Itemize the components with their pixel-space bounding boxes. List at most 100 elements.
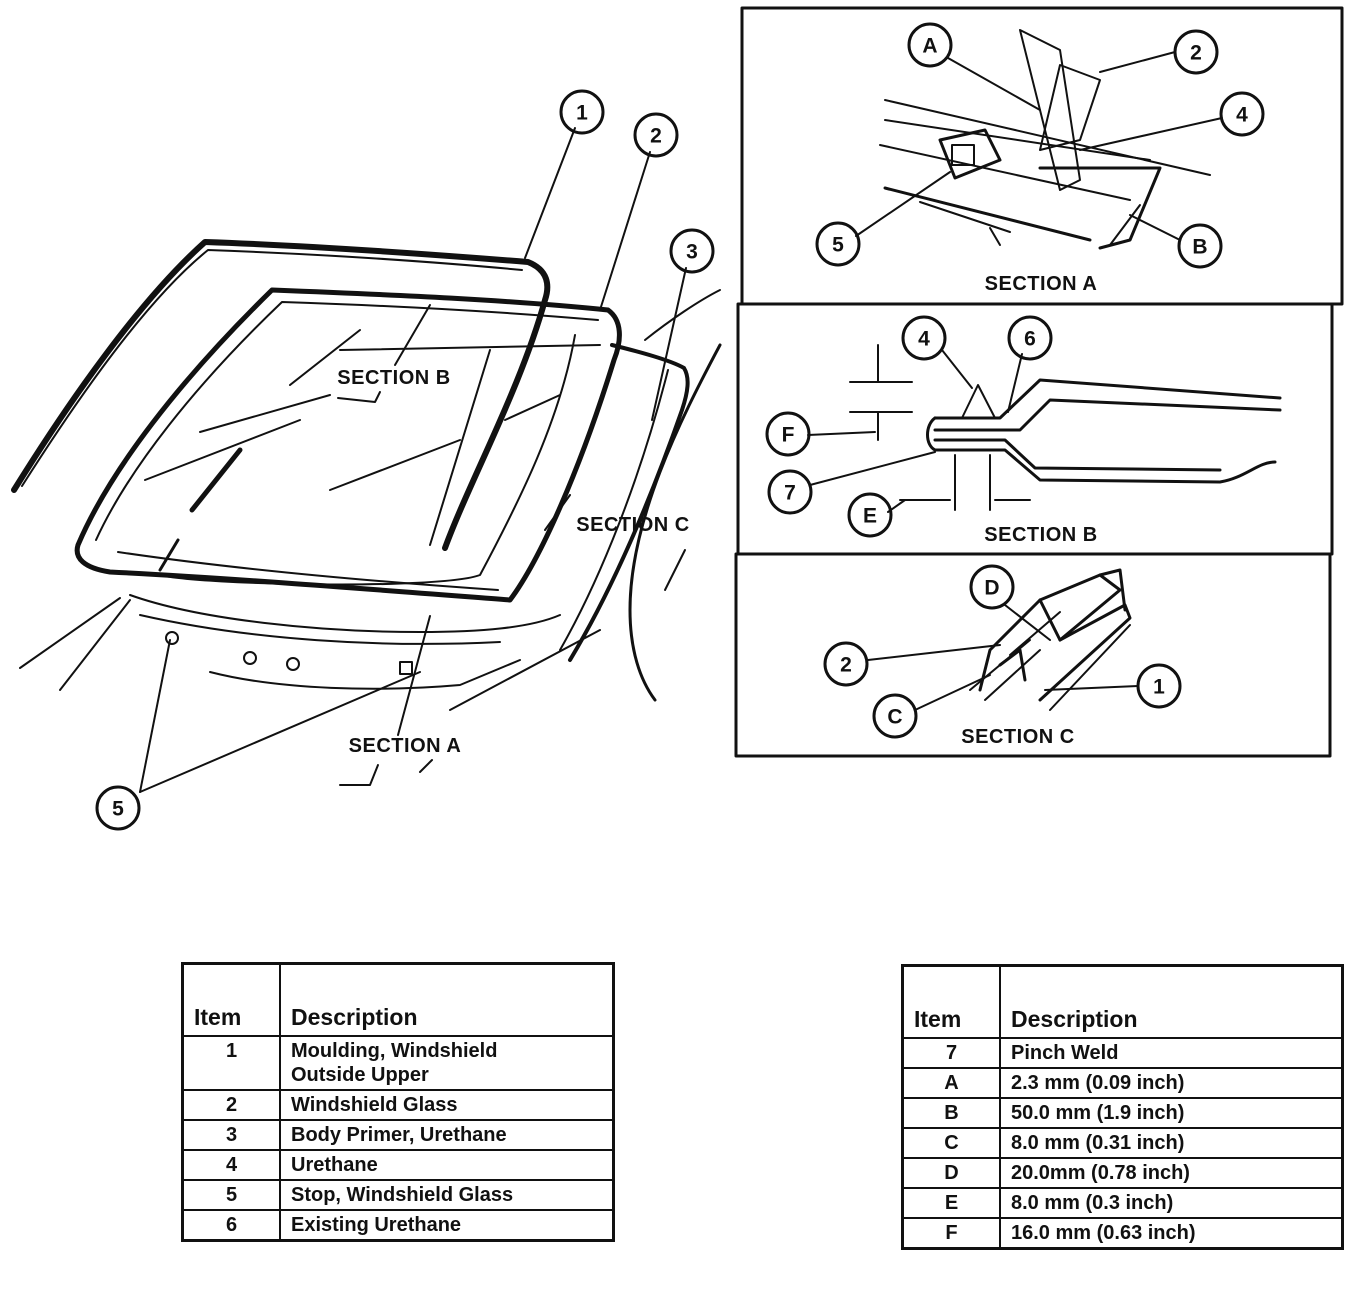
panel-c-drawing [823, 564, 1182, 739]
table-row: B 50.0 mm (1.9 inch) [901, 1097, 1344, 1129]
panel-c-callout-circle-2 [823, 641, 869, 687]
panel-a-callout-circle-5 [815, 221, 861, 267]
legend-left-header-item: Item [181, 962, 281, 1037]
table-row: C 8.0 mm (0.31 inch) [901, 1127, 1344, 1159]
panel-c-callout-circle-c [872, 693, 918, 739]
callout-5: 5 [112, 798, 124, 821]
callout-2: 2 [650, 125, 662, 148]
leader-5b [139, 671, 421, 793]
detail-panels-frame [734, 6, 1344, 758]
legend-right-header-item: Item [901, 964, 1001, 1039]
section-b-label: SECTION B [337, 367, 450, 389]
table-row: D 20.0mm (0.78 inch) [901, 1157, 1344, 1189]
callout-circle-1 [559, 89, 605, 135]
panel-a-callout-4: 4 [1236, 104, 1248, 127]
outer-moulding [11, 239, 551, 551]
panel-a-callout-2: 2 [1190, 42, 1202, 65]
legend-left-desc: Urethane [279, 1149, 615, 1181]
legend-right-item: C [901, 1127, 1001, 1159]
legend-left-desc: Windshield Glass [279, 1089, 615, 1121]
legend-right-desc: 8.0 mm (0.31 inch) [999, 1127, 1344, 1159]
legend-left-desc-line: Outside Upper [291, 1064, 429, 1086]
panel-c-title: SECTION C [961, 726, 1074, 748]
panel-c-callout-c: C [887, 706, 902, 729]
panel-b-drawing [765, 315, 1282, 538]
legend-left-item: 2 [181, 1089, 281, 1121]
legend-right-item: 7 [901, 1037, 1001, 1069]
panel-c-callout-2: 2 [840, 654, 852, 677]
legend-right-desc: 50.0 mm (1.9 inch) [999, 1097, 1344, 1129]
callout-circle-3 [669, 228, 715, 274]
table-row: A 2.3 mm (0.09 inch) [901, 1067, 1344, 1099]
legend-right-item: D [901, 1157, 1001, 1189]
legend-left-item: 4 [181, 1149, 281, 1181]
panel-a-drawing [815, 22, 1265, 269]
leader-section-b [394, 304, 431, 366]
panel-b-callout-e: E [863, 505, 877, 528]
panel-b-callout-circle-f [765, 411, 811, 457]
section-a-label: SECTION A [349, 735, 462, 757]
main-view [11, 89, 722, 831]
panel-b-callout-circle-4 [901, 315, 947, 361]
callout-circle-2 [633, 112, 679, 158]
panel-c-callout-1: 1 [1153, 676, 1165, 699]
legend-right-desc: 16.0 mm (0.63 inch) [999, 1217, 1344, 1250]
table-row: 3 Body Primer, Urethane [181, 1119, 615, 1151]
leader-section-a [397, 615, 431, 736]
table-row: 5 Stop, Windshield Glass [181, 1179, 615, 1211]
table-row: 2 Windshield Glass [181, 1089, 615, 1121]
leader-1 [524, 127, 576, 259]
legend-right-desc: Pinch Weld [999, 1037, 1344, 1069]
table-row: 6 Existing Urethane [181, 1209, 615, 1242]
legend-right-desc: 8.0 mm (0.3 inch) [999, 1187, 1344, 1219]
legend-right-item: F [901, 1217, 1001, 1250]
legend-left-header-description: Description [279, 962, 615, 1037]
panel-a-callout-b: B [1192, 236, 1207, 259]
leader-2 [599, 151, 651, 311]
table-row: F 16.0 mm (0.63 inch) [901, 1217, 1344, 1250]
panel-b-callout-4: 4 [918, 328, 930, 351]
callout-3: 3 [686, 241, 698, 264]
legend-left-desc: Existing Urethane [279, 1209, 615, 1242]
panel-a-callout-a: A [922, 35, 937, 58]
panel-b-callout-circle-6 [1007, 315, 1053, 361]
panel-b-callout-circle-7 [767, 469, 813, 515]
table-row: E 8.0 mm (0.3 inch) [901, 1187, 1344, 1219]
legend-left-desc: Body Primer, Urethane [279, 1119, 615, 1151]
panel-a-callout-circle-b [1177, 223, 1223, 269]
panel-a-callout-circle-a [907, 22, 953, 68]
table-row: 4 Urethane [181, 1149, 615, 1181]
legend-left-item: 3 [181, 1119, 281, 1151]
legend-right-desc: 20.0mm (0.78 inch) [999, 1157, 1344, 1189]
legend-right-item: E [901, 1187, 1001, 1219]
legend-right-item: A [901, 1067, 1001, 1099]
panel-c-callout-d: D [984, 577, 999, 600]
legend-left-desc: Stop, Windshield Glass [279, 1179, 615, 1211]
legend-left-item: 5 [181, 1179, 281, 1211]
leader-3 [651, 267, 687, 421]
panel-b-callout-6: 6 [1024, 328, 1036, 351]
body-flange [568, 343, 690, 662]
section-c-label: SECTION C [576, 514, 689, 536]
legend-left-desc-line: Moulding, Windshield [291, 1040, 498, 1062]
panel-b-callout-circle-e [847, 492, 893, 538]
panel-c-callout-circle-d [969, 564, 1015, 610]
panel-a-callout-5: 5 [832, 234, 844, 257]
table-row: 7 Pinch Weld [901, 1037, 1344, 1069]
legend-right-desc: 2.3 mm (0.09 inch) [999, 1067, 1344, 1099]
legend-right-item: B [901, 1097, 1001, 1129]
panel-b-title: SECTION B [984, 524, 1097, 546]
legend-left-item: 1 [181, 1035, 281, 1091]
panel-a-title: SECTION A [985, 273, 1098, 295]
legend-table-right: Item Description 7 Pinch Weld A 2.3 mm (… [901, 964, 1344, 1250]
callout-circle-5 [95, 785, 141, 831]
legend-left-item: 6 [181, 1209, 281, 1242]
panel-b-callout-7: 7 [784, 482, 796, 505]
panel-b-callout-f: F [782, 424, 795, 447]
panel-a-callout-circle-4 [1219, 91, 1265, 137]
callout-1: 1 [576, 102, 588, 125]
windshield-glass [74, 287, 622, 603]
leader-5a [139, 639, 171, 793]
